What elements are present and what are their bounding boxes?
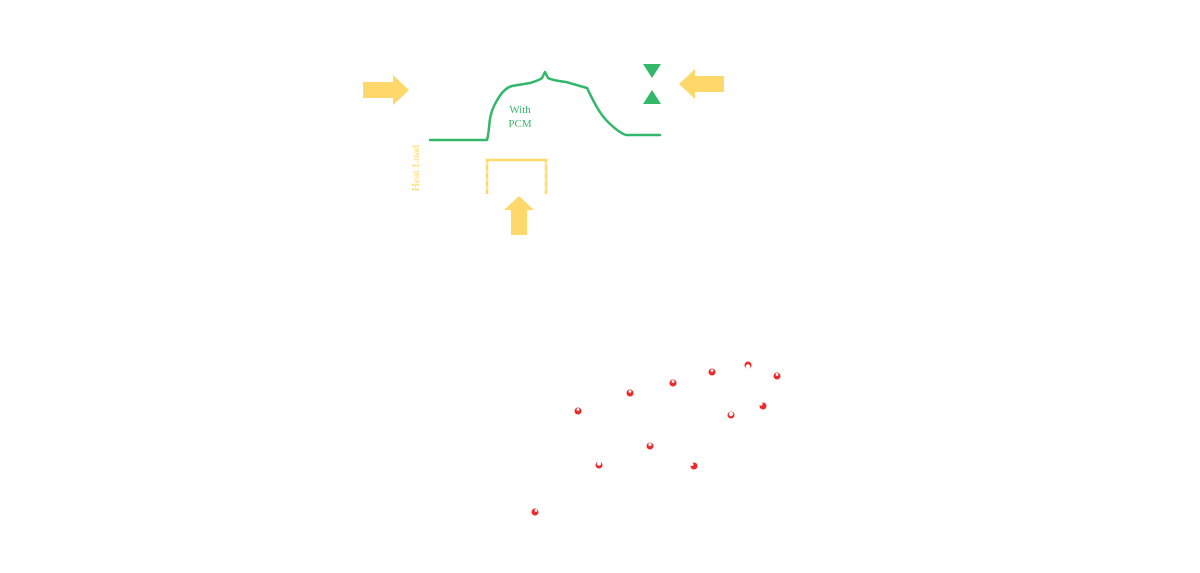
arrow-left-icon xyxy=(679,69,724,99)
triangle-up-icon xyxy=(643,90,661,104)
scatter-point xyxy=(708,368,716,376)
pcm-label: With PCM xyxy=(494,103,546,131)
scatter-point xyxy=(773,372,781,380)
scatter-points xyxy=(531,361,781,516)
scatter-point xyxy=(727,411,735,419)
pcm-label-line-2: PCM xyxy=(508,118,532,130)
scatter-point xyxy=(531,508,539,516)
pcm-label-line-1: With xyxy=(509,104,531,116)
triangle-down-icon xyxy=(643,64,661,78)
heat-load-label: Heat Load xyxy=(410,144,422,192)
temperature-curve xyxy=(428,70,662,142)
scatter-point xyxy=(646,442,654,450)
arrow-right-icon xyxy=(363,75,409,105)
scatter-point xyxy=(626,389,634,397)
scatter-point xyxy=(669,379,677,387)
scatter-point xyxy=(574,407,582,415)
scatter-point xyxy=(744,361,752,369)
scatter-point xyxy=(595,461,603,469)
arrow-up-icon xyxy=(504,196,534,235)
scatter-point xyxy=(759,402,767,410)
heat-load-curve xyxy=(485,158,548,194)
scatter-point xyxy=(690,462,698,470)
